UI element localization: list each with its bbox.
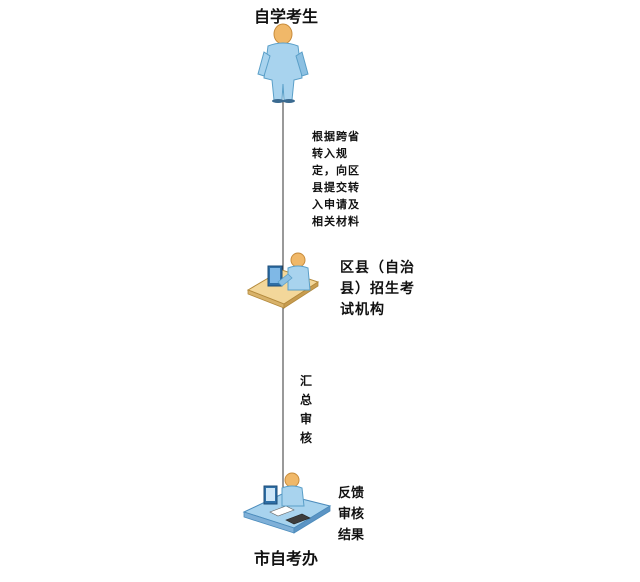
office-worker-at-desk-icon bbox=[246, 252, 320, 309]
student-person-icon bbox=[257, 23, 309, 103]
edge-label-submit-application: 根据跨省 转入规 定，向区 县提交转 入申请及 相关材料 bbox=[312, 130, 360, 228]
edge-label-summary-review: 汇 总 审 核 bbox=[300, 374, 313, 445]
officer-at-workstation-icon bbox=[242, 472, 332, 534]
feedback-label: 反馈 审核 结果 bbox=[338, 486, 365, 543]
node-label-district-office: 区县（自治 县）招生考 试机构 bbox=[340, 260, 415, 318]
node-label-student: 自学考生 bbox=[253, 7, 318, 26]
node-label-city-office: 市自考办 bbox=[253, 549, 318, 568]
